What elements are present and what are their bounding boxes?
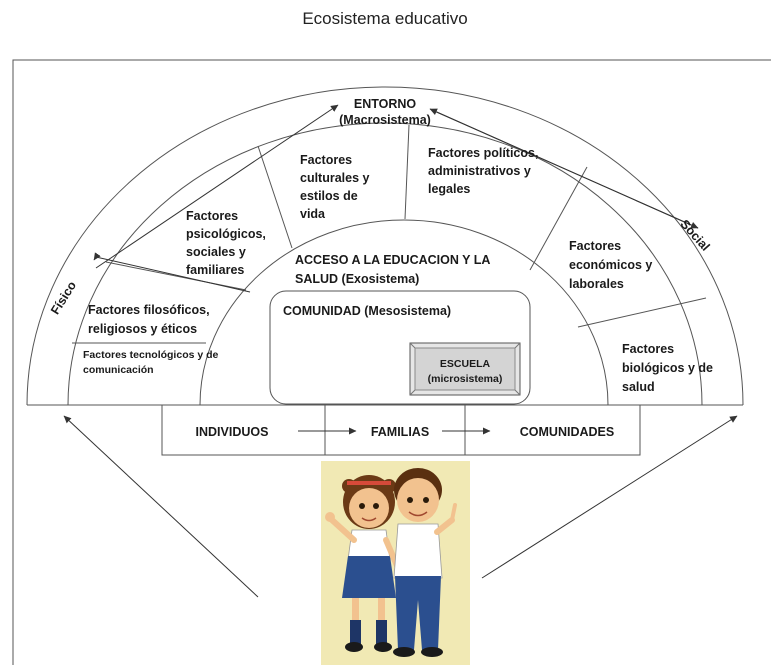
microsistema-label-1: ESCUELA bbox=[440, 358, 491, 370]
arrow-head-fisico bbox=[93, 252, 101, 261]
svg-text:vida: vida bbox=[300, 207, 326, 221]
macro-outer-arc bbox=[26, 86, 744, 406]
svg-text:administrativos y: administrativos y bbox=[428, 164, 531, 178]
svg-text:comunicación: comunicación bbox=[83, 364, 154, 376]
microsistema-label-2: (microsistema) bbox=[428, 373, 503, 385]
macrosistema-label: (Macrosistema) bbox=[339, 113, 431, 127]
flow-familias: FAMILIAS bbox=[371, 425, 429, 439]
arrow-to-entorno-right bbox=[429, 108, 699, 229]
factor-politicos: Factores políticos, administrativos y le… bbox=[428, 146, 538, 196]
svg-text:Factores tecnológicos y de: Factores tecnológicos y de bbox=[83, 349, 219, 361]
svg-text:Factores filosóficos,: Factores filosóficos, bbox=[88, 303, 210, 317]
factor-biologicos: Factores biológicos y de salud bbox=[622, 342, 713, 394]
children-illustration bbox=[321, 461, 470, 665]
svg-text:Factores: Factores bbox=[300, 153, 352, 167]
girl-figure bbox=[325, 475, 401, 652]
macro-inner-arc bbox=[67, 122, 703, 406]
factor-tecnologicos: Factores tecnológicos y de comunicación bbox=[83, 349, 219, 376]
arrow-bottom-left bbox=[63, 415, 259, 598]
arrow-psico-line bbox=[95, 256, 251, 293]
arrow-bottom-right bbox=[481, 415, 738, 579]
svg-text:biológicos y de: biológicos y de bbox=[622, 361, 713, 375]
flow-row bbox=[161, 404, 641, 456]
outer-frame bbox=[12, 59, 771, 665]
fisico-label: Físico bbox=[48, 279, 79, 317]
divider-3 bbox=[529, 166, 588, 271]
svg-text:Factores: Factores bbox=[569, 239, 621, 253]
svg-text:psicológicos,: psicológicos, bbox=[186, 227, 266, 241]
exosistema-label-1: ACCESO A LA EDUCACION Y LA bbox=[295, 253, 490, 267]
divider-2 bbox=[404, 124, 410, 220]
mesosistema-box bbox=[269, 290, 531, 405]
svg-text:salud: salud bbox=[622, 380, 655, 394]
svg-text:religiosos y éticos: religiosos y éticos bbox=[88, 322, 197, 336]
boy-figure bbox=[393, 468, 457, 657]
divider-1 bbox=[257, 145, 293, 249]
svg-text:laborales: laborales bbox=[569, 277, 624, 291]
svg-text:legales: legales bbox=[428, 182, 470, 196]
social-label: Social bbox=[677, 217, 712, 254]
entorno-label: ENTORNO bbox=[354, 97, 417, 111]
microsistema-box bbox=[409, 342, 521, 396]
diagram-title: Ecosistema educativo bbox=[302, 9, 467, 28]
factor-filosoficos: Factores filosóficos, religiosos y ético… bbox=[88, 303, 210, 336]
svg-text:Factores políticos,: Factores políticos, bbox=[428, 146, 538, 160]
svg-text:estilos de: estilos de bbox=[300, 189, 358, 203]
divider-4 bbox=[577, 297, 707, 328]
flow-comunidades: COMUNIDADES bbox=[520, 425, 614, 439]
svg-text:culturales y: culturales y bbox=[300, 171, 370, 185]
svg-text:sociales y: sociales y bbox=[186, 245, 246, 259]
factor-psicologicos: Factores psicológicos, sociales y famili… bbox=[186, 209, 266, 277]
svg-text:Factores: Factores bbox=[622, 342, 674, 356]
svg-text:Factores: Factores bbox=[186, 209, 238, 223]
mesosistema-label: COMUNIDAD (Mesosistema) bbox=[283, 304, 451, 318]
exosistema-label-2: SALUD (Exosistema) bbox=[295, 272, 419, 286]
svg-text:económicos y: económicos y bbox=[569, 258, 652, 272]
factor-culturales: Factores culturales y estilos de vida bbox=[300, 153, 370, 221]
flow-individuos: INDIVIDUOS bbox=[196, 425, 269, 439]
factor-economicos: Factores económicos y laborales bbox=[569, 239, 652, 291]
arrow-to-entorno-left bbox=[95, 104, 339, 269]
exo-arc bbox=[199, 219, 609, 406]
svg-text:familiares: familiares bbox=[186, 263, 244, 277]
